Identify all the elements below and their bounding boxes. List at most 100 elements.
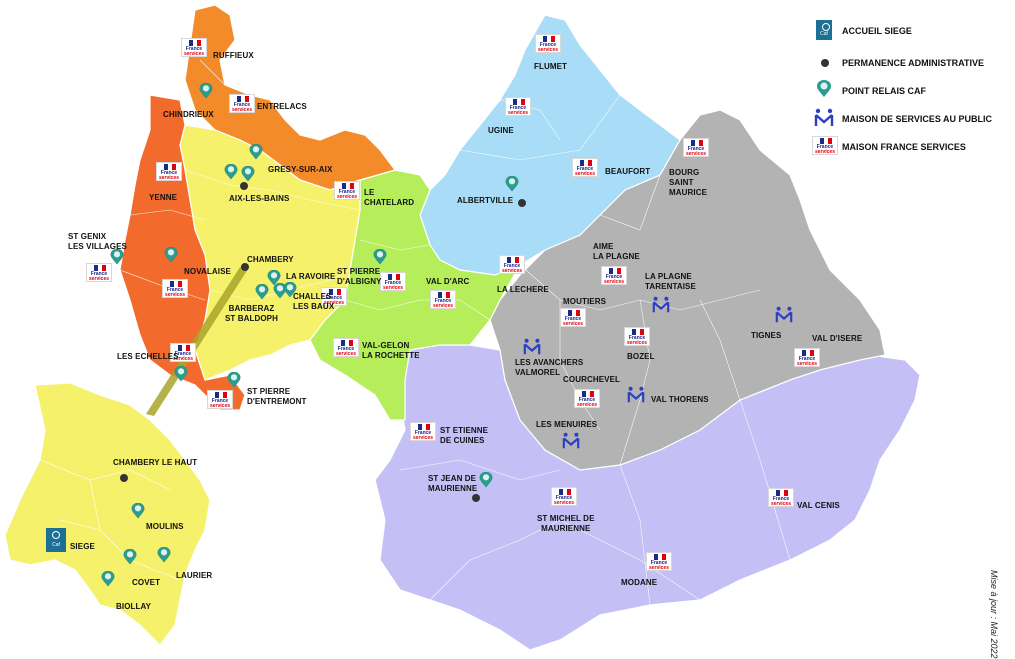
place-label-albertville[interactable]: ALBERTVILLE — [457, 196, 514, 205]
place-label-entrelacs[interactable]: ENTRELACS — [257, 102, 307, 111]
place-label-st-etienne[interactable]: ST ETIENNE DE CUINES — [440, 426, 489, 445]
caf-pin-icon[interactable] — [198, 83, 214, 99]
caf-pin-icon[interactable] — [240, 166, 256, 182]
permanence-dot-icon[interactable] — [240, 182, 248, 190]
caf-pin-icon[interactable] — [372, 249, 388, 265]
place-label-laurier[interactable]: LAURIER — [176, 571, 213, 580]
permanence-dot-icon[interactable] — [241, 263, 249, 271]
caf-pin-icon[interactable] — [163, 247, 179, 263]
place-label-menuires[interactable]: LES MENUIRES — [536, 420, 598, 429]
caf-siege-icon[interactable]: Caf — [46, 528, 66, 552]
caf-pin-icon[interactable] — [122, 549, 138, 565]
place-label-aix[interactable]: AIX-LES-BAINS — [229, 194, 290, 203]
place-label-chambery-le-haut[interactable]: CHAMBERY LE HAUT — [113, 458, 198, 467]
place-label-covet[interactable]: COVET — [132, 578, 161, 587]
place-label-bourg-st-maurice[interactable]: BOURG SAINT MAURICE — [669, 168, 708, 197]
msap-icon[interactable] — [775, 306, 793, 324]
place-label-st-genix[interactable]: ST GENIX LES VILLAGES — [68, 232, 127, 251]
caf-pin-icon[interactable] — [223, 164, 239, 180]
place-label-moutiers[interactable]: MOUTIERS — [563, 297, 607, 306]
place-label-biollay[interactable]: BIOLLAY — [116, 602, 152, 611]
region-tarentaise[interactable] — [489, 109, 886, 471]
place-label-chindrieux[interactable]: CHINDRIEUX — [163, 110, 214, 119]
caf-pin-icon[interactable] — [272, 283, 288, 299]
place-label-val-thorens[interactable]: VAL THORENS — [651, 395, 709, 404]
region-avant-pays[interactable] — [119, 94, 246, 411]
place-label-la-ravoire[interactable]: LA RAVOIRE — [286, 272, 336, 281]
permanence-dot-icon[interactable] — [120, 474, 128, 482]
place-label-st-pierre-albigny[interactable]: ST PIERRE D'ALBIGNY — [337, 267, 382, 286]
place-label-avanchers[interactable]: LES AVANCHERS VALMOREL — [515, 358, 584, 377]
place-label-moulins[interactable]: MOULINS — [146, 522, 184, 531]
place-label-yenne[interactable]: YENNE — [149, 193, 178, 202]
place-label-val-darc[interactable]: VAL D'ARC — [426, 277, 470, 286]
caf-pin-icon[interactable] — [173, 366, 189, 382]
place-label-modane[interactable]: MODANE — [621, 578, 658, 587]
region-chambery-inset[interactable] — [4, 382, 211, 646]
caf-pin-icon[interactable] — [248, 144, 264, 160]
place-label-val-cenis[interactable]: VAL CENIS — [797, 501, 840, 510]
place-label-val-disere[interactable]: VAL D'ISERE — [812, 334, 863, 343]
caf-pin-icon[interactable] — [504, 176, 520, 192]
place-label-chambery[interactable]: CHAMBERY — [247, 255, 294, 264]
msap-icon[interactable] — [523, 338, 541, 356]
caf-pin-icon[interactable] — [226, 372, 242, 388]
place-label-siege[interactable]: SIEGE — [70, 542, 95, 551]
caf-pin-icon[interactable] — [266, 270, 282, 286]
place-label-les-echelles[interactable]: LES ECHELLES — [117, 352, 179, 361]
caf-pin-icon[interactable] — [109, 249, 125, 265]
caf-pin-icon[interactable] — [478, 472, 494, 488]
place-label-ruffieux[interactable]: RUFFIEUX — [213, 51, 254, 60]
place-label-st-pierre-entremont[interactable]: ST PIERRE D'ENTREMONT — [247, 387, 307, 406]
place-label-courchevel[interactable]: COURCHEVEL — [563, 375, 621, 384]
msap-icon[interactable] — [627, 386, 645, 404]
permanence-dot-icon[interactable] — [472, 494, 480, 502]
place-label-bozel[interactable]: BOZEL — [627, 352, 655, 361]
place-label-challes[interactable]: CHALLES LES BAUX — [293, 292, 335, 311]
caf-pin-icon[interactable] — [254, 284, 270, 300]
caf-pin-icon[interactable] — [100, 571, 116, 587]
place-label-flumet[interactable]: FLUMET — [534, 62, 568, 71]
caf-pin-icon[interactable] — [130, 503, 146, 519]
place-label-le-chatelard[interactable]: LE CHATELARD — [364, 188, 415, 207]
place-label-la-lechere[interactable]: LA LECHERE — [497, 285, 549, 294]
place-label-novalaise[interactable]: NOVALAISE — [184, 267, 231, 276]
place-label-aime[interactable]: AIME LA PLAGNE — [593, 242, 640, 261]
place-label-la-plagne-tarentaise[interactable]: LA PLAGNE TARENTAISE — [645, 272, 696, 291]
caf-pin-icon[interactable] — [282, 282, 298, 298]
permanence-dot-icon[interactable] — [518, 199, 526, 207]
place-label-st-michel[interactable]: ST MICHEL DE MAURIENNE — [537, 514, 595, 533]
place-label-val-gelon[interactable]: VAL-GELON LA ROCHETTE — [362, 341, 420, 360]
msap-icon[interactable] — [652, 296, 670, 314]
place-label-barberaz[interactable]: BARBERAZ ST BALDOPH — [225, 304, 278, 323]
msap-icon[interactable] — [562, 432, 580, 450]
place-label-beaufort[interactable]: BEAUFORT — [605, 167, 651, 176]
caf-pin-icon[interactable] — [156, 547, 172, 563]
place-label-st-jean[interactable]: ST JEAN DE MAURIENNE — [428, 474, 478, 493]
